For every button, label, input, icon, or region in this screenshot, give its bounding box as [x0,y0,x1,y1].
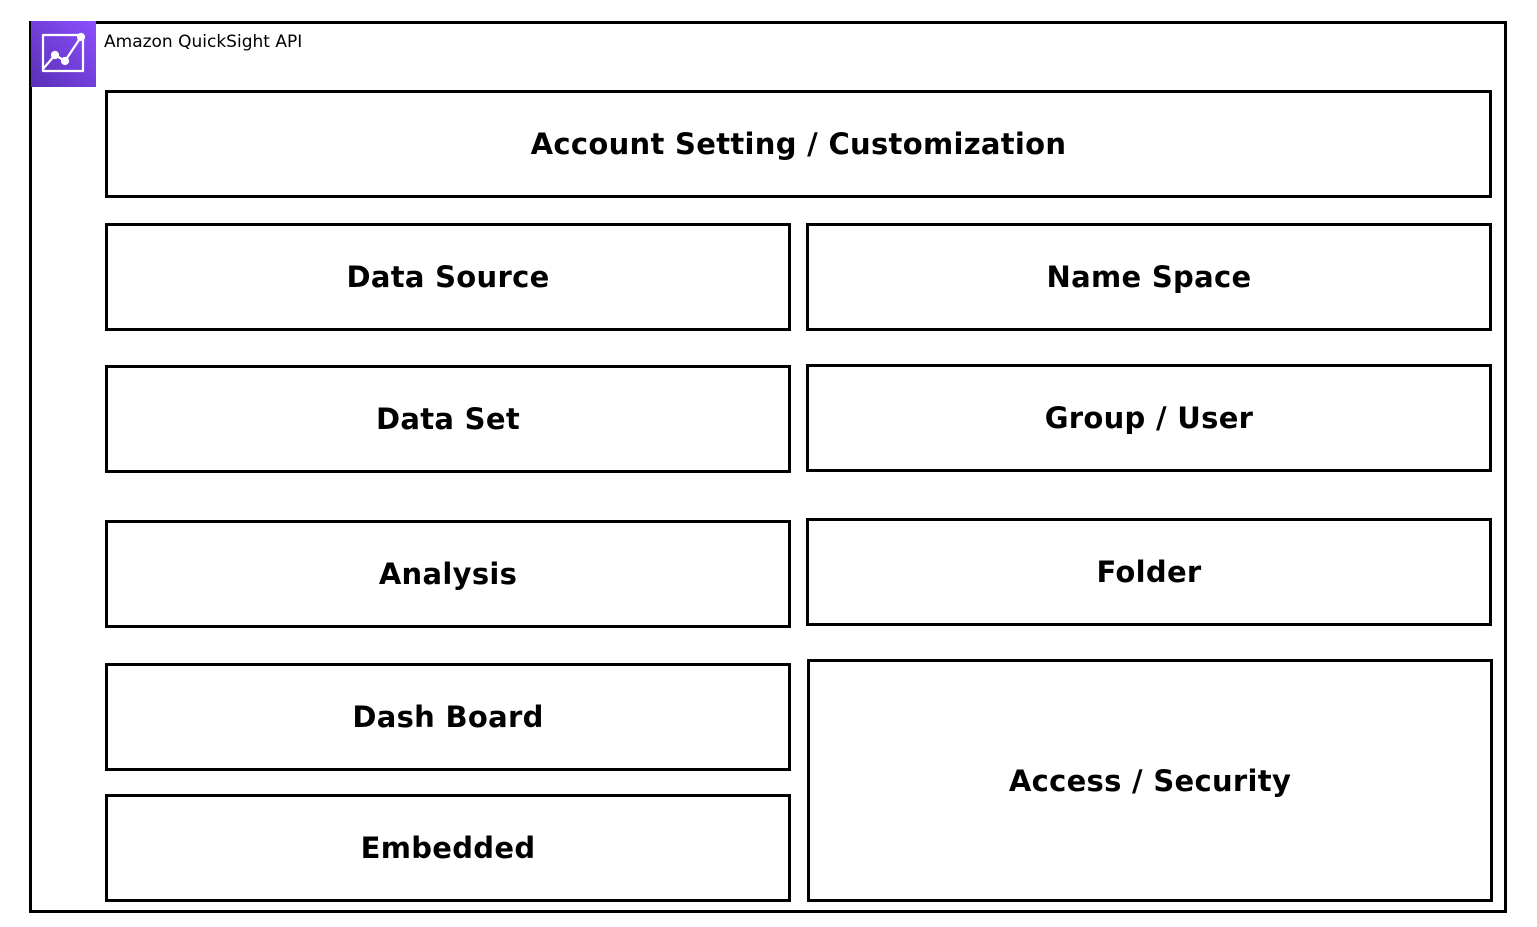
name-space-box: Name Space [806,223,1492,331]
diagram-title: Amazon QuickSight API [104,32,303,52]
analysis-label: Analysis [378,557,518,591]
embedded-label: Embedded [360,831,536,865]
data-set-label: Data Set [376,402,520,436]
quicksight-logo-icon [31,21,96,87]
analysis-box: Analysis [105,520,791,628]
access-security-label: Access / Security [1008,763,1292,798]
folder-box: Folder [806,518,1492,626]
account-setting-label: Account Setting / Customization [530,127,1067,161]
data-source-label: Data Source [346,260,550,294]
group-user-box: Group / User [806,364,1492,472]
data-set-box: Data Set [105,365,791,473]
dash-board-box: Dash Board [105,663,791,771]
embedded-box: Embedded [105,794,791,902]
group-user-label: Group / User [1044,401,1254,435]
folder-label: Folder [1096,555,1202,589]
data-source-box: Data Source [105,223,791,331]
dash-board-label: Dash Board [352,700,544,734]
account-setting-box: Account Setting / Customization [105,90,1492,198]
access-security-box: Access / Security [807,659,1493,902]
name-space-label: Name Space [1046,260,1252,294]
quicksight-api-container [29,21,1507,913]
